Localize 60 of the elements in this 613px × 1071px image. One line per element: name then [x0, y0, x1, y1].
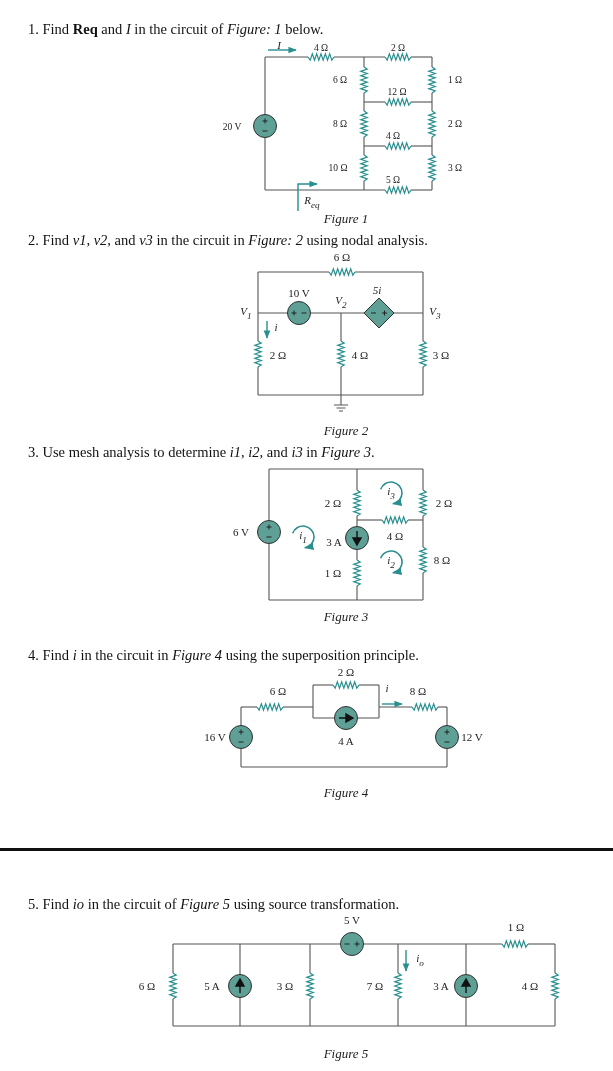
variable-label: V$_{1}$: [240, 305, 252, 321]
component-label: 4 Ω: [385, 130, 401, 142]
component-label: 4 A: [338, 734, 354, 748]
component-label: 4 Ω: [521, 979, 539, 993]
variable-label: V$_{3}$: [429, 305, 441, 321]
component-label: 12 V: [461, 730, 483, 744]
component-label: 7 Ω: [366, 979, 384, 993]
component-label: 1 Ω: [324, 566, 342, 580]
component-label: 8 Ω: [433, 553, 451, 567]
component-label: 8 Ω: [409, 684, 427, 698]
question-text: 4. Find i in the circuit in Figure 4 using the superposition principle.: [28, 648, 419, 664]
component-label: 4 Ω: [351, 348, 369, 362]
component-label: 8 Ω: [332, 118, 348, 130]
figure-caption: Figure 1: [323, 211, 369, 227]
variable-label: i: [274, 320, 278, 334]
component-label: 4 Ω: [386, 529, 404, 543]
component-label: 3 A: [433, 979, 449, 993]
question-text: 3. Use mesh analysis to determine i1, i2, and i3 in Figure 3.: [28, 445, 375, 461]
variable-label: i$_{2}$: [387, 554, 395, 570]
question-text: 2. Find v1, v2, and v3 in the circuit in Figure: 2 using nodal analysis.: [28, 233, 428, 249]
component-label: 3 Ω: [276, 979, 294, 993]
component-label: 3 Ω: [447, 162, 463, 174]
component-label: 6 V: [233, 525, 249, 539]
component-label: 6 Ω: [269, 684, 287, 698]
component-label: 6 Ω: [138, 979, 156, 993]
component-label: 20 V: [222, 121, 242, 133]
variable-label: V$_{2}$: [335, 294, 347, 310]
component-label: 1 Ω: [507, 920, 525, 934]
question-text: 1. Find Req and I in the circuit of Figure: 1 below.: [28, 22, 324, 38]
component-label: 3 Ω: [432, 348, 450, 362]
component-label: 5 Ω: [385, 174, 401, 186]
figure-caption: Figure 4: [323, 785, 369, 801]
variable-label: R$_{eq}$: [304, 194, 320, 210]
component-label: 2 Ω: [269, 348, 287, 362]
variable-label: i$_{3}$: [387, 485, 395, 501]
variable-label: I: [277, 38, 281, 52]
component-label: 10 V: [288, 286, 310, 300]
figure-caption: Figure 2: [323, 423, 369, 439]
component-label: 6 Ω: [333, 250, 351, 264]
component-label: 1 Ω: [447, 74, 463, 86]
figure-caption: Figure 3: [323, 609, 369, 625]
component-label: 2 Ω: [324, 496, 342, 510]
component-label: 6 Ω: [332, 74, 348, 86]
component-label: 3 A: [326, 535, 342, 549]
variable-label: i$_{1}$: [299, 529, 307, 545]
component-label: 10 Ω: [328, 162, 348, 174]
component-label: 2 Ω: [337, 665, 355, 679]
component-label: 5 V: [344, 913, 360, 927]
variable-label: 5i: [372, 283, 382, 297]
question-text: 5. Find io in the circuit of Figure 5 using source transformation.: [28, 897, 400, 913]
component-label: 4 Ω: [313, 42, 329, 54]
component-label: 2 Ω: [390, 42, 406, 54]
component-label: 5 A: [204, 979, 220, 993]
figure-caption: Figure 5: [323, 1046, 369, 1062]
component-label: 16 V: [204, 730, 226, 744]
variable-label: i$_{o}$: [416, 952, 424, 968]
component-label: 12 Ω: [387, 86, 407, 98]
component-label: 2 Ω: [447, 118, 463, 130]
variable-label: i: [385, 681, 389, 695]
component-label: 2 Ω: [435, 496, 453, 510]
